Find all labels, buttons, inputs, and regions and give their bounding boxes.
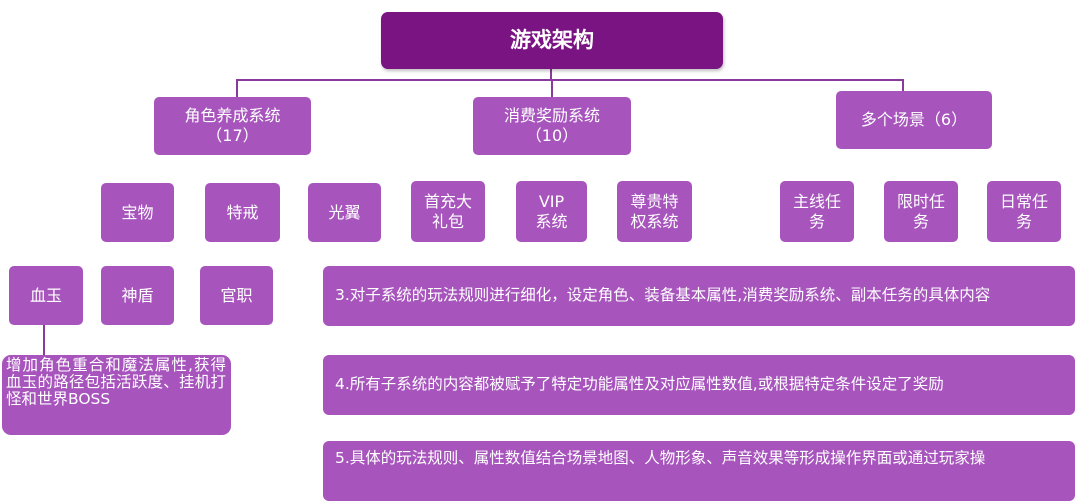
category-role-development: 角色养成系统 （17） bbox=[154, 97, 311, 155]
connector-to-role bbox=[236, 79, 238, 97]
node-rank: 官职 bbox=[200, 266, 273, 325]
connector-blood-jade-to-desc bbox=[43, 325, 45, 357]
connector-root-down bbox=[550, 68, 552, 80]
node-daily-quest: 日常任 务 bbox=[987, 181, 1061, 242]
node-wings: 光翼 bbox=[308, 183, 381, 242]
connector-to-consume bbox=[551, 79, 553, 97]
node-limited-quest: 限时任 务 bbox=[884, 181, 958, 242]
step-5-gameplay-interface: 5.具体的玩法规则、属性数值结合场景地图、人物形象、声音效果等形成操作界面或通过… bbox=[323, 441, 1075, 501]
connector-to-scene bbox=[902, 79, 904, 91]
blood-jade-description: 增加角色重合和魔法属性,获得血玉的路径包括活跃度、挂机打怪和世界BOSS bbox=[2, 355, 231, 435]
node-ring: 特戒 bbox=[205, 183, 280, 242]
connector-horizontal-bar bbox=[236, 79, 904, 81]
category-consume-reward: 消费奖励系统 （10） bbox=[473, 97, 631, 155]
node-vip-system: VIP 系统 bbox=[516, 181, 587, 242]
node-first-charge-gift: 首充大 礼包 bbox=[411, 181, 485, 242]
node-blood-jade: 血玉 bbox=[9, 266, 83, 325]
step-3-refine-rules: 3.对子系统的玩法规则进行细化，设定角色、装备基本属性,消费奖励系统、副本任务的… bbox=[323, 266, 1075, 326]
node-shield: 神盾 bbox=[101, 266, 174, 325]
node-main-quest: 主线任 务 bbox=[780, 181, 854, 242]
category-multi-scene: 多个场景（6） bbox=[836, 91, 992, 149]
root-node-game-architecture: 游戏架构 bbox=[381, 12, 723, 69]
step-4-attribute-values: 4.所有子系统的内容都被赋予了特定功能属性及对应属性数值,或根据特定条件设定了奖… bbox=[323, 355, 1075, 415]
node-privilege-system: 尊贵特 权系统 bbox=[617, 181, 692, 242]
node-treasure: 宝物 bbox=[101, 183, 174, 242]
